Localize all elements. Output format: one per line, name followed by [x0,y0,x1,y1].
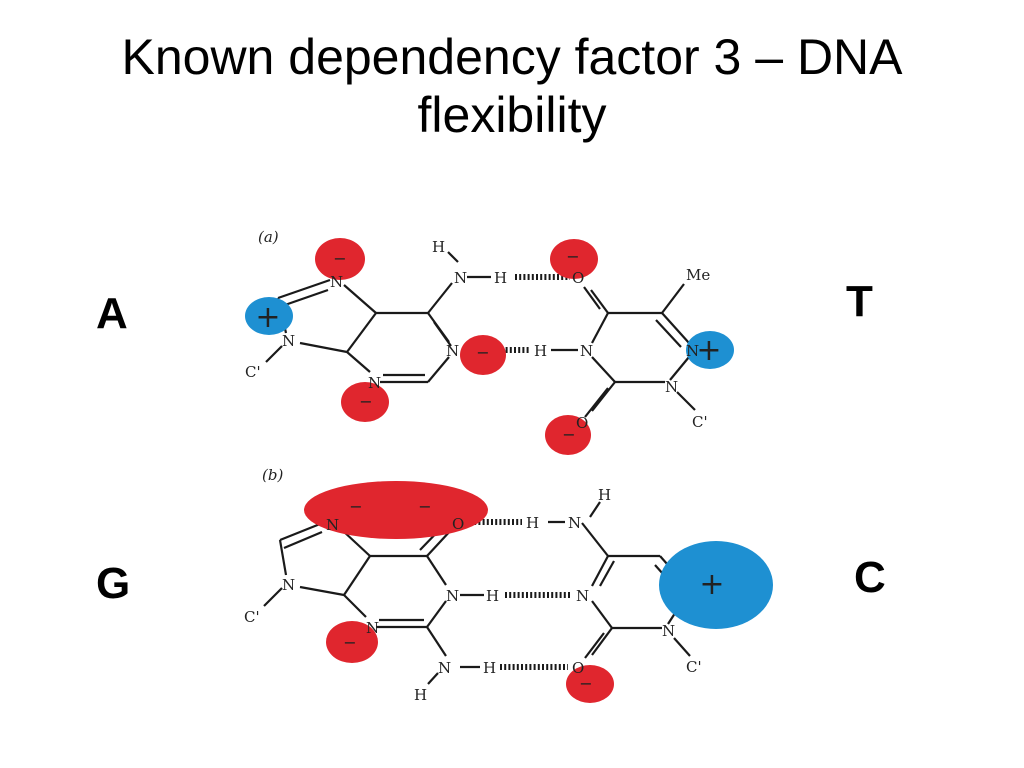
atom-label: N [686,342,699,360]
minus-icon: − [418,497,431,516]
base-label-a: A [96,289,128,338]
negative-charge-blob [315,238,365,280]
panel-label-b: (b) [262,466,283,484]
negative-charge-blob [460,335,506,375]
atom-label: C' [244,608,260,626]
negative-charge-blob [550,239,598,279]
atom-label: N [282,332,295,350]
atom-label: N [438,659,451,677]
panel-label-a: (a) [258,228,279,246]
atom-label: N [282,576,295,594]
title-line-2: flexibility [417,87,607,143]
minus-icon: − [476,343,489,362]
base-label-t: T [846,277,873,326]
atom-label: H [598,486,611,504]
atom-label: C' [686,658,702,676]
atom-label: H [483,659,496,677]
minus-icon: − [566,247,579,266]
adenine-bonds [265,251,491,384]
atom-label: Me [686,266,710,284]
page-title: Known dependency factor 3 – DNA flexibil… [0,28,1024,144]
base-label-c: C [854,553,886,602]
atom-label: N [580,342,593,360]
atom-label: H [414,686,427,704]
atom-label: H [494,269,507,287]
negative-charge-blob [304,481,488,539]
atom-label: N [576,587,589,605]
minus-icon: − [359,392,372,411]
atom-label: N [662,622,675,640]
positive-charge-blob [686,331,734,369]
base-label-g: G [96,559,131,608]
negative-charge-blob [545,415,591,455]
atom-label: N [446,342,459,360]
minus-icon: − [333,249,346,268]
atom-label: N [446,587,459,605]
atom-label: H [486,587,499,605]
minus-icon: − [562,425,575,444]
atom-label: N [330,273,343,291]
negative-charge-blob [341,382,389,422]
atom-label: N [326,516,339,534]
plus-icon: + [696,333,721,368]
title-line-1: Known dependency factor 3 – DNA [121,29,903,85]
atom-label: N [366,619,379,637]
atom-label: C' [245,363,261,381]
atom-label: O [452,515,464,533]
atom-label: N [568,514,581,532]
atom-label: O [576,414,588,432]
atom-label: C' [692,413,708,431]
guanine-bonds [263,520,484,685]
positive-charge-blob [245,297,293,335]
atom-label: O [572,659,584,677]
positive-charge-blob [659,541,773,629]
atom-label: N [665,378,678,396]
plus-icon: + [255,300,280,335]
plus-icon: + [699,567,724,602]
minus-icon: − [343,633,356,652]
atom-label: N [454,269,467,287]
atom-label: H [432,238,445,256]
atom-label: H [526,514,539,532]
atom-label: H [534,342,547,360]
atom-label: O [572,269,584,287]
minus-icon: − [349,497,362,516]
minus-icon: − [579,674,592,693]
negative-charge-blob [326,621,378,663]
thymine-bonds [551,283,696,418]
negative-charge-blob [566,665,614,703]
atom-label: N [368,374,381,392]
